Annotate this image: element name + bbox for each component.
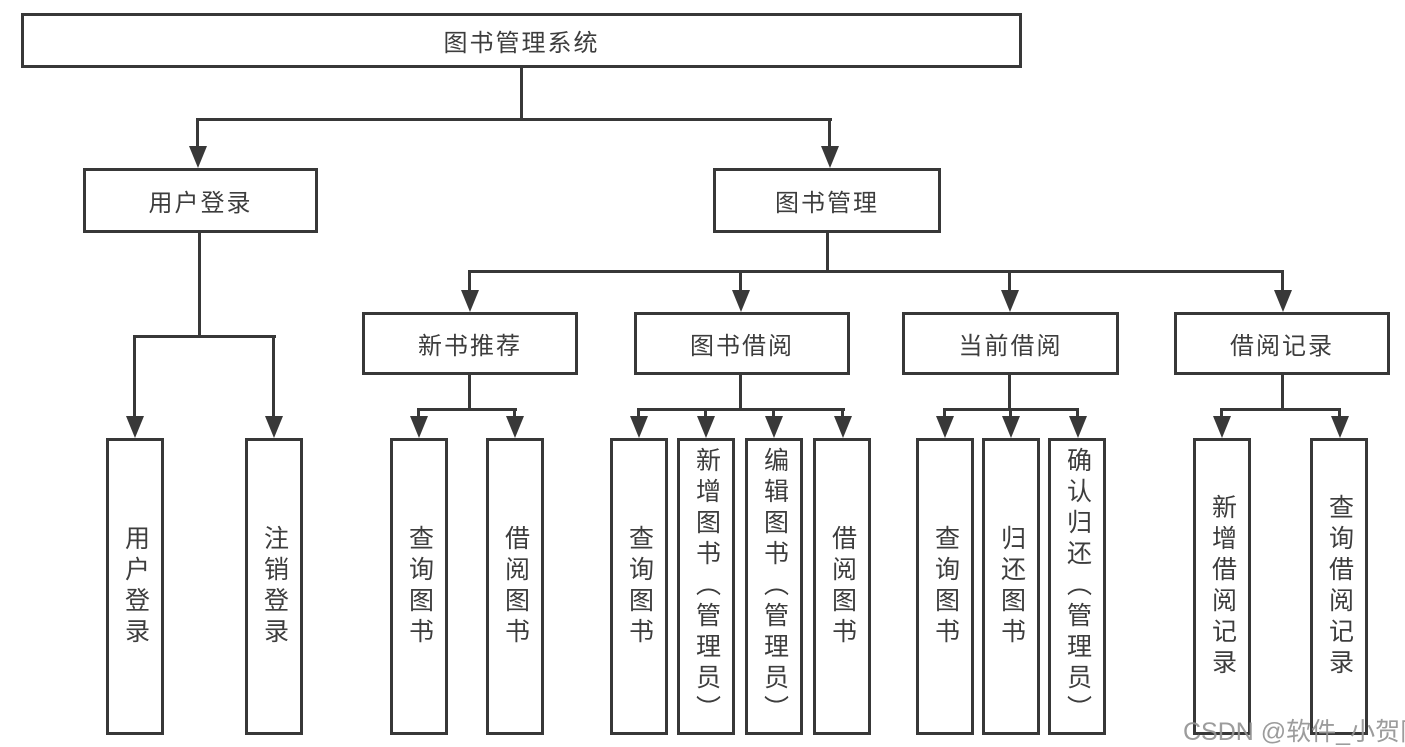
arrowhead-down: [630, 416, 648, 438]
connector-vline: [468, 270, 471, 291]
node-leaf-edit-book-admin: 编辑图书（管理员）: [745, 438, 803, 735]
node-leaf-query-books-borrowing: 查询图书: [610, 438, 668, 735]
node-leaf-borrow-books-recommend: 借阅图书: [486, 438, 544, 735]
node-label: 图书管理系统: [443, 30, 600, 57]
node-leaf-borrow-books-borrowing: 借阅图书: [813, 438, 871, 735]
node-label: 注销登录: [260, 524, 289, 649]
node-label: 编辑图书（管理员）: [760, 447, 789, 726]
node-new-book-recommendation: 新书推荐: [362, 312, 578, 375]
connector-hline: [1220, 408, 1341, 411]
node-book-management: 图书管理: [713, 168, 941, 233]
arrowhead-down: [834, 416, 852, 438]
arrowhead-down: [1274, 290, 1292, 312]
node-label: 图书借阅: [690, 333, 794, 360]
arrowhead-down: [697, 416, 715, 438]
node-leaf-add-borrowing-record: 新增借阅记录: [1193, 438, 1251, 735]
connector-vline: [133, 335, 136, 417]
arrowhead-down: [1002, 416, 1020, 438]
connector-vline: [637, 408, 640, 418]
node-label: 用户登录: [148, 190, 253, 217]
arrowhead-down: [265, 416, 283, 438]
node-leaf-query-borrowing-record: 查询借阅记录: [1310, 438, 1368, 735]
arrowhead-down: [506, 416, 524, 438]
arrowhead-down: [821, 146, 839, 168]
node-label: 图书管理: [775, 190, 879, 217]
connector-vline: [272, 335, 275, 417]
arrowhead-down: [189, 146, 207, 168]
node-borrowing-records: 借阅记录: [1174, 312, 1390, 375]
connector-vline: [1008, 270, 1011, 291]
node-label: 新增借阅记录: [1208, 493, 1237, 680]
arrowhead-down: [732, 290, 750, 312]
node-leaf-return-book: 归还图书: [982, 438, 1040, 735]
node-leaf-user-login: 用户登录: [106, 438, 164, 735]
connector-vline: [1281, 270, 1284, 291]
connector-vline: [520, 68, 523, 118]
node-label: 借阅图书: [828, 524, 857, 649]
connector-vline: [1008, 375, 1011, 408]
connector-hline: [468, 270, 1284, 273]
arrowhead-down: [461, 290, 479, 312]
connector-hline: [197, 118, 832, 121]
connector-vline: [198, 233, 201, 335]
node-label: 查询图书: [405, 524, 434, 649]
connector-vline: [196, 118, 199, 148]
node-label: 查询图书: [625, 524, 654, 649]
arrowhead-down: [1001, 290, 1019, 312]
arrowhead-down: [1331, 416, 1349, 438]
node-label: 用户登录: [121, 524, 150, 649]
connector-hline: [133, 335, 276, 338]
connector-vline: [1338, 408, 1341, 418]
node-leaf-logout: 注销登录: [245, 438, 303, 735]
connector-vline: [772, 408, 775, 418]
connector-vline: [1076, 408, 1079, 418]
connector-vline: [1220, 408, 1223, 418]
arrowhead-down: [410, 416, 428, 438]
connector-vline: [417, 408, 420, 418]
connector-vline: [739, 375, 742, 408]
connector-vline: [513, 408, 516, 418]
node-leaf-confirm-return-admin: 确认归还（管理员）: [1048, 438, 1106, 735]
arrowhead-down: [1069, 416, 1087, 438]
connector-vline: [739, 270, 742, 291]
connector-vline: [1009, 408, 1012, 418]
node-leaf-add-book-admin: 新增图书（管理员）: [677, 438, 735, 735]
connector-vline: [704, 408, 707, 418]
connector-vline: [943, 408, 946, 418]
node-label: 归还图书: [997, 524, 1026, 649]
node-label: 新书推荐: [418, 333, 522, 360]
arrowhead-down: [1213, 416, 1231, 438]
node-book-borrowing: 图书借阅: [634, 312, 850, 375]
csdn-watermark: CSDN @软件_小贺同学: [1183, 718, 1405, 746]
connector-hline: [417, 408, 517, 411]
arrowhead-down: [765, 416, 783, 438]
arrowhead-down: [126, 416, 144, 438]
node-label: 查询图书: [931, 524, 960, 649]
node-root-library-system: 图书管理系统: [21, 13, 1022, 68]
node-label: 借阅记录: [1230, 333, 1334, 360]
node-leaf-query-books-recommend: 查询图书: [390, 438, 448, 735]
connector-vline: [841, 408, 844, 418]
connector-vline: [826, 233, 829, 271]
node-label: 查询借阅记录: [1325, 493, 1354, 680]
node-label: 新增图书（管理员）: [692, 447, 721, 726]
connector-vline: [1281, 375, 1284, 408]
node-leaf-query-books-current: 查询图书: [916, 438, 974, 735]
connector-hline: [637, 408, 845, 411]
node-label: 借阅图书: [501, 524, 530, 649]
node-label: 当前借阅: [958, 333, 1063, 360]
node-user-login: 用户登录: [83, 168, 318, 233]
node-current-borrowing: 当前借阅: [902, 312, 1119, 375]
connector-vline: [828, 118, 831, 148]
node-label: 确认归还（管理员）: [1063, 447, 1092, 726]
connector-vline: [468, 375, 471, 408]
arrowhead-down: [936, 416, 954, 438]
